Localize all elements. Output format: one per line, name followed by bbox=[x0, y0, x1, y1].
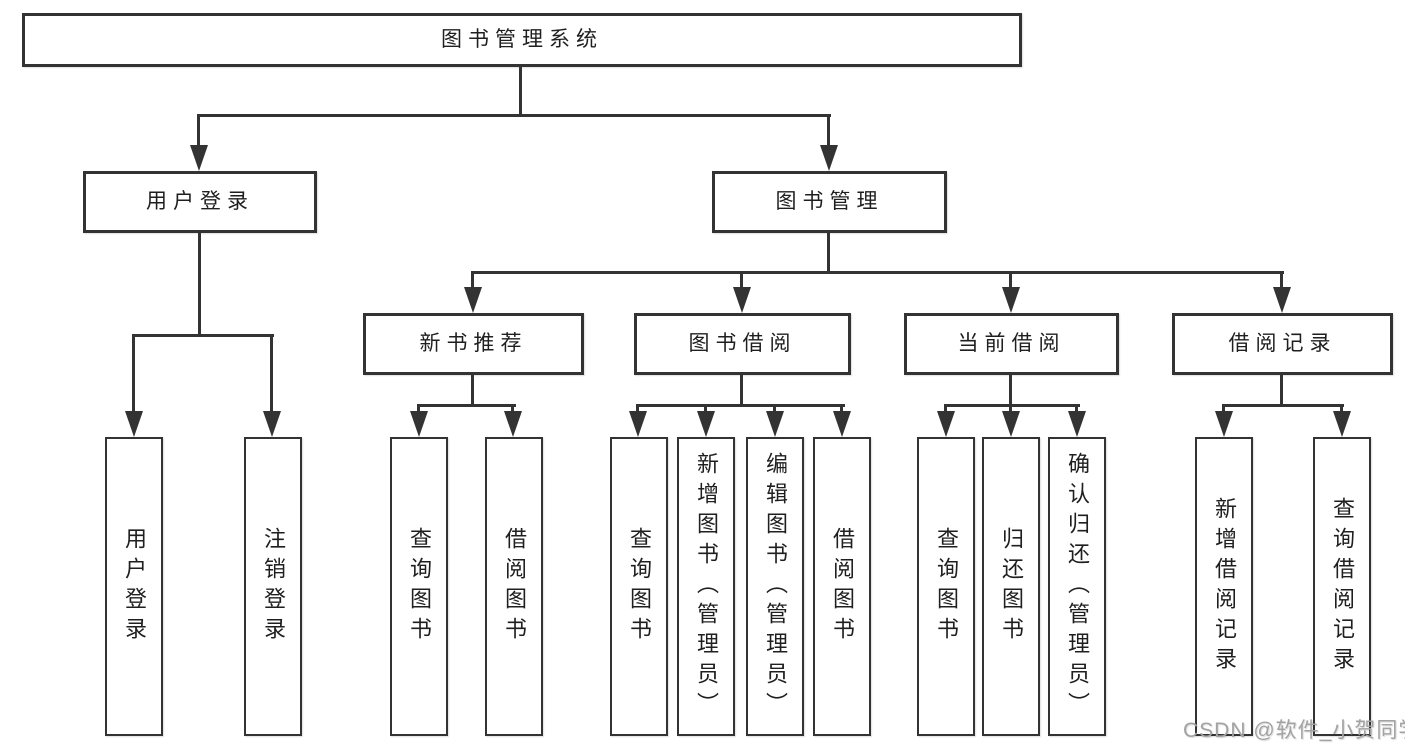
connector-group-hline bbox=[944, 404, 1080, 407]
arrow-down-icon bbox=[1215, 411, 1233, 437]
node-borrow-records: 借阅记录 bbox=[1172, 313, 1393, 375]
connector-book-mgmt-stub bbox=[827, 233, 830, 273]
leaf-query-books-recommend-label: 查询图书 bbox=[407, 526, 432, 647]
leaf-edit-book-admin-label: 编辑图书（管理员） bbox=[763, 451, 788, 722]
node-book-management: 图书管理 bbox=[712, 171, 947, 233]
node-book-borrow: 图书借阅 bbox=[634, 313, 851, 375]
connector-shaft-leaf bbox=[1340, 404, 1343, 414]
connector-shaft-leaf bbox=[270, 334, 273, 414]
connector-user-login-stub bbox=[198, 233, 201, 337]
connector-shaft-leaf bbox=[773, 404, 776, 414]
arrow-down-icon bbox=[937, 411, 955, 437]
connector-user-login-hline bbox=[132, 334, 274, 337]
connector-group-hline bbox=[1222, 404, 1344, 407]
connector-shaft-leaf bbox=[1009, 404, 1012, 414]
leaf-query-books-current-label: 查询图书 bbox=[934, 526, 959, 647]
arrow-down-icon bbox=[263, 411, 281, 437]
connector-shaft-book-mgmt bbox=[827, 114, 830, 147]
connector-group-stub bbox=[1009, 375, 1012, 406]
leaf-edit-book-admin: 编辑图书（管理员） bbox=[746, 437, 804, 736]
csdn-watermark: CSDN @软件_小贺同学 bbox=[1183, 719, 1405, 742]
leaf-add-borrow-record: 新增借阅记录 bbox=[1195, 437, 1253, 736]
node-book-borrow-label: 图书借阅 bbox=[688, 332, 797, 356]
node-new-book-recommend: 新书推荐 bbox=[363, 313, 584, 375]
leaf-logout: 注销登录 bbox=[244, 437, 302, 736]
connector-root-hline bbox=[197, 114, 831, 117]
arrow-down-icon bbox=[464, 287, 482, 313]
connector-shaft-leaf bbox=[511, 404, 514, 414]
connector-shaft-l3 bbox=[1009, 271, 1012, 289]
node-root-label: 图书管理系统 bbox=[441, 28, 603, 52]
leaf-query-books-recommend: 查询图书 bbox=[390, 437, 448, 736]
connector-book-mgmt-hline bbox=[471, 271, 1284, 274]
arrow-down-icon bbox=[820, 145, 838, 171]
arrow-down-icon bbox=[833, 411, 851, 437]
arrow-down-icon bbox=[125, 411, 143, 437]
arrow-down-icon bbox=[410, 411, 428, 437]
connector-shaft-l3 bbox=[740, 271, 743, 289]
connector-shaft-leaf bbox=[636, 404, 639, 414]
node-root: 图书管理系统 bbox=[22, 13, 1022, 67]
connector-group-stub bbox=[740, 375, 743, 406]
leaf-query-borrow-record: 查询借阅记录 bbox=[1313, 437, 1371, 736]
node-new-book-recommend-label: 新书推荐 bbox=[419, 332, 528, 356]
leaf-query-books-borrow: 查询图书 bbox=[610, 437, 668, 736]
arrow-down-icon bbox=[766, 411, 784, 437]
leaf-add-book-admin-label: 新增图书（管理员） bbox=[694, 451, 719, 722]
leaf-confirm-return-admin-label: 确认归还（管理员） bbox=[1065, 451, 1090, 722]
node-current-borrow-label: 当前借阅 bbox=[957, 332, 1066, 356]
connector-shaft-leaf bbox=[1222, 404, 1225, 414]
arrow-down-icon bbox=[1068, 411, 1086, 437]
connector-shaft-leaf bbox=[944, 404, 947, 414]
leaf-return-book: 归还图书 bbox=[982, 437, 1040, 736]
leaf-query-books-borrow-label: 查询图书 bbox=[627, 526, 652, 647]
arrow-down-icon bbox=[1002, 287, 1020, 313]
arrow-down-icon bbox=[629, 411, 647, 437]
leaf-borrow-books: 借阅图书 bbox=[813, 437, 871, 736]
leaf-user-login: 用户登录 bbox=[105, 437, 163, 736]
arrow-down-icon bbox=[1002, 411, 1020, 437]
connector-root-stub bbox=[519, 67, 522, 117]
connector-group-stub bbox=[1280, 375, 1283, 406]
leaf-add-book-admin: 新增图书（管理员） bbox=[677, 437, 735, 736]
connector-group-stub bbox=[471, 375, 474, 406]
leaf-borrow-books-recommend-label: 借阅图书 bbox=[502, 526, 527, 647]
leaf-user-login-label: 用户登录 bbox=[122, 526, 147, 647]
node-user-login: 用户登录 bbox=[83, 171, 317, 233]
node-book-management-label: 图书管理 bbox=[775, 190, 884, 214]
node-user-login-label: 用户登录 bbox=[146, 190, 254, 214]
leaf-borrow-books-label: 借阅图书 bbox=[830, 526, 855, 647]
connector-group-hline bbox=[636, 404, 845, 407]
arrow-down-icon bbox=[504, 411, 522, 437]
leaf-logout-label: 注销登录 bbox=[261, 526, 286, 647]
leaf-query-books-current: 查询图书 bbox=[917, 437, 975, 736]
leaf-add-borrow-record-label: 新增借阅记录 bbox=[1212, 496, 1237, 677]
node-current-borrow: 当前借阅 bbox=[904, 313, 1119, 375]
connector-shaft-leaf bbox=[132, 334, 135, 414]
connector-shaft-user-login bbox=[197, 114, 200, 147]
arrow-down-icon bbox=[733, 287, 751, 313]
arrow-down-icon bbox=[1333, 411, 1351, 437]
arrow-down-icon bbox=[190, 145, 208, 171]
leaf-return-book-label: 归还图书 bbox=[999, 526, 1024, 647]
leaf-confirm-return-admin: 确认归还（管理员） bbox=[1048, 437, 1106, 736]
node-borrow-records-label: 借阅记录 bbox=[1228, 332, 1337, 356]
leaf-query-borrow-record-label: 查询借阅记录 bbox=[1330, 496, 1355, 677]
connector-shaft-leaf bbox=[417, 404, 420, 414]
connector-shaft-l3 bbox=[1280, 271, 1283, 289]
leaf-borrow-books-recommend: 借阅图书 bbox=[485, 437, 543, 736]
connector-shaft-leaf bbox=[1075, 404, 1078, 414]
connector-shaft-l3 bbox=[471, 271, 474, 289]
connector-shaft-leaf bbox=[840, 404, 843, 414]
connector-shaft-leaf bbox=[704, 404, 707, 414]
arrow-down-icon bbox=[697, 411, 715, 437]
arrow-down-icon bbox=[1273, 287, 1291, 313]
connector-group-hline bbox=[417, 404, 516, 407]
